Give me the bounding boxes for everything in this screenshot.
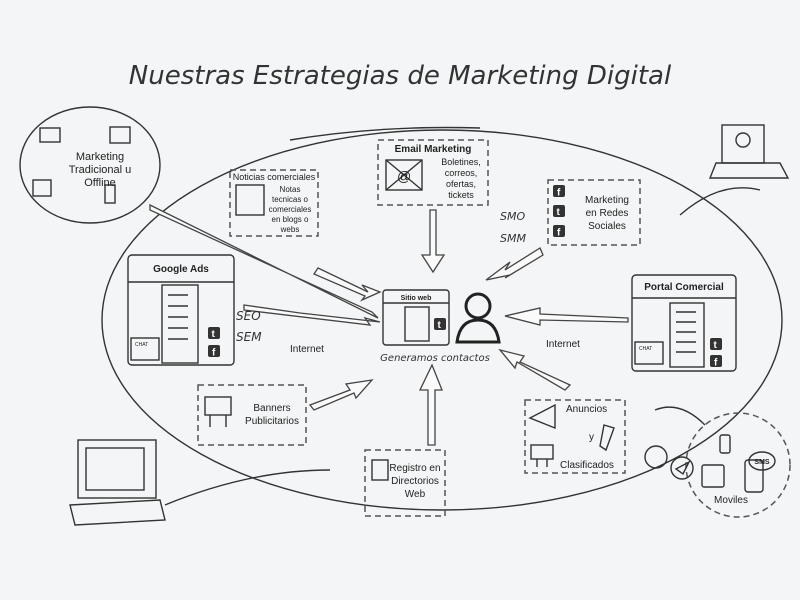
megaphone-icon [528, 403, 556, 430]
google-ads-window: CHAT Google Ads [127, 254, 235, 366]
facebook-icon [553, 185, 565, 199]
email-line: tickets [448, 190, 474, 200]
sketch-stroke [289, 126, 481, 141]
site-label: Sitio web [401, 295, 432, 302]
internet-label-left: Internet [290, 344, 324, 355]
arrows [149, 203, 629, 446]
internet-label-right: Internet [546, 339, 580, 350]
social-line: en Redes [586, 208, 629, 219]
twitter-icon [553, 205, 565, 218]
noticias-line: webs [280, 225, 300, 234]
arrow-email [420, 209, 446, 274]
anuncios-line: Anuncios [566, 404, 607, 415]
registro-line: Directorios [391, 476, 439, 487]
moviles-label: Moviles [714, 495, 748, 506]
sms-label: SMS [754, 459, 770, 466]
noticias-box: Noticias comerciales Notas tecnicas o co… [229, 169, 319, 237]
desktop-computer-icon [69, 439, 166, 526]
chat-label: CHAT [639, 346, 652, 352]
phone-icon [744, 459, 764, 493]
email-at-icon: @ [385, 159, 423, 191]
traditional-line: Offline [84, 177, 116, 189]
chat-widget [130, 337, 160, 361]
chat-label: CHAT [135, 342, 148, 348]
social-box: Marketing en Redes Sociales SMO SMM [500, 179, 641, 246]
telegram-icon [670, 456, 694, 480]
connector [679, 187, 761, 216]
arrow-portal [504, 307, 629, 326]
laptop-icon [708, 124, 790, 179]
registro-line: Registro en [389, 463, 440, 474]
arrow-anuncios [498, 348, 572, 391]
smm-label: SMM [500, 232, 526, 245]
moviles-node: SMS Moviles [644, 406, 791, 518]
website-node: Sitio web [382, 289, 450, 346]
traditional-line: Marketing [76, 151, 124, 163]
noticias-line: Notas [280, 185, 301, 194]
arrow-registro [418, 363, 443, 446]
connector [164, 469, 331, 506]
center-caption: Generamos contactos [380, 353, 490, 364]
page-title: Nuestras Estrategias de Marketing Digita… [129, 61, 672, 91]
whatsapp-icon [644, 445, 668, 469]
user-icon [455, 292, 501, 344]
pencil-icon [599, 424, 615, 452]
google-ads-title: Google Ads [153, 264, 209, 275]
arrow-social [485, 247, 544, 281]
billboard-icon [530, 444, 554, 467]
connector [654, 406, 706, 426]
traditional-line: Tradicional u [69, 164, 132, 176]
email-line: ofertas, [446, 179, 476, 189]
noticias-line: tecnicas o [272, 195, 309, 204]
banners-line: Banners [253, 403, 290, 414]
sem-label: SEM [236, 330, 262, 344]
smo-label: SMO [500, 210, 525, 223]
arrow-google [243, 304, 381, 326]
facebook-icon [208, 345, 220, 359]
banners-line: Publicitarios [245, 416, 299, 427]
email-title: Email Marketing [395, 144, 472, 155]
newspaper-icon [39, 127, 61, 143]
billboard-icon [204, 396, 232, 427]
internet-ellipse [101, 129, 783, 511]
arrow-traditional [149, 203, 379, 319]
anuncios-box: Anuncios y Clasificados [524, 399, 626, 474]
chat-widget [634, 341, 664, 365]
magazine-icon [32, 179, 52, 197]
noticias-title: Noticias comerciales [233, 172, 316, 182]
email-box: @ Email Marketing Boletines, correos, of… [377, 139, 489, 206]
svg-text:@: @ [397, 168, 411, 184]
traditional-marketing-node: Marketing Tradicional u Offline [19, 106, 161, 224]
arrow-banners [308, 379, 374, 411]
social-line: Sociales [588, 221, 626, 232]
anuncios-line: Clasificados [560, 460, 614, 471]
email-line: correos, [445, 168, 478, 178]
noticias-line: comerciales [269, 205, 312, 214]
twitter-icon [434, 318, 446, 331]
twitter-icon [710, 338, 722, 351]
document-icon [235, 184, 265, 216]
banners-box: Banners Publicitarios [197, 384, 307, 446]
phone-icon [719, 434, 731, 454]
social-line: Marketing [585, 195, 629, 206]
tv-icon [109, 126, 131, 144]
portal-window: CHAT Portal Comercial [631, 274, 737, 372]
arrow-noticias [313, 267, 382, 302]
portal-title: Portal Comercial [644, 282, 724, 293]
registro-line: Web [405, 489, 426, 500]
twitter-icon [208, 327, 220, 340]
linkedin-icon [553, 225, 565, 239]
registro-box: Registro en Directorios Web [364, 449, 446, 517]
seo-label: SEO [236, 309, 261, 323]
noticias-line: en blogs o [272, 215, 309, 224]
facebook-icon [710, 355, 722, 369]
tablet-icon [701, 464, 725, 488]
sms-bubble-icon [748, 451, 776, 471]
document-icon [371, 459, 389, 481]
anuncios-line: y [589, 432, 594, 443]
phone-icon [104, 184, 116, 204]
email-line: Boletines, [441, 157, 481, 167]
